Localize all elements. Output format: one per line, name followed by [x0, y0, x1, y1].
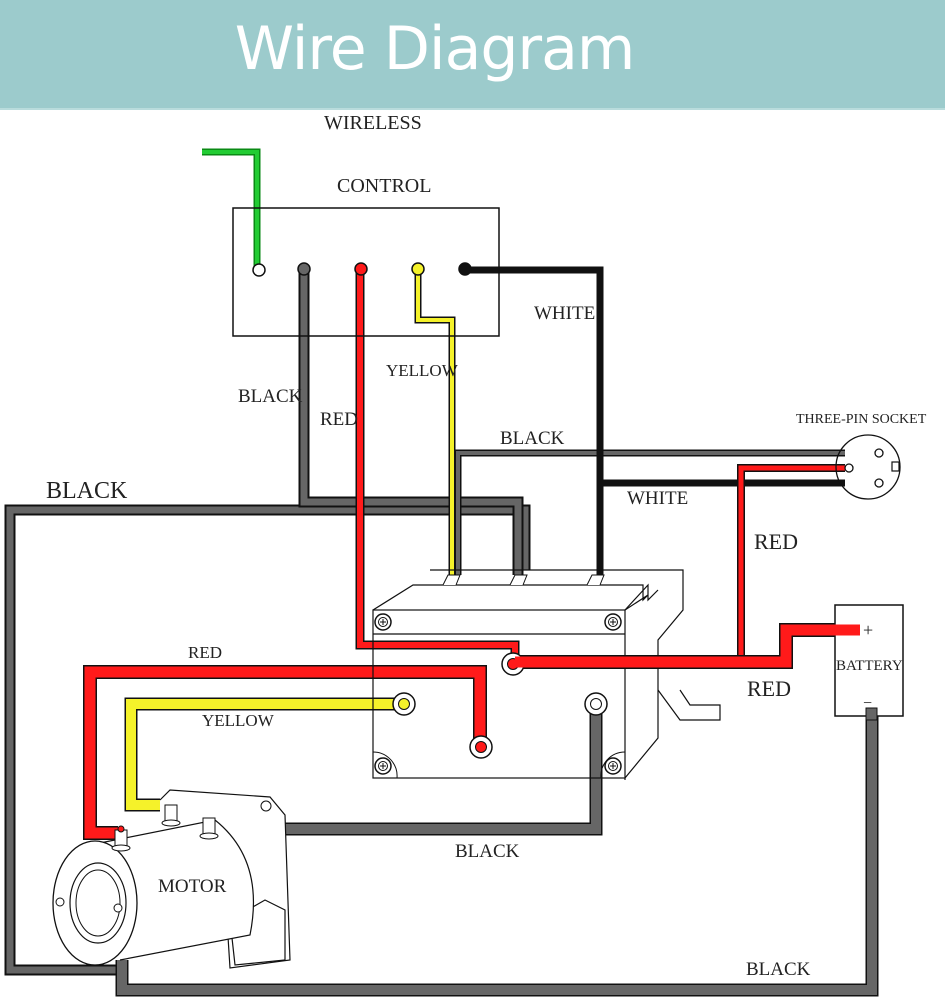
label-battery-plus: + [863, 620, 873, 640]
label-battery-minus: − [863, 695, 872, 712]
motor-terminal-red [111, 825, 131, 852]
motor-terminal-black [199, 817, 219, 840]
wire-yellow-motor [124, 697, 403, 812]
terminal-gray [297, 262, 311, 276]
wire-white [465, 266, 845, 575]
battery [515, 604, 904, 721]
terminal-red [354, 262, 368, 276]
wire-black-left-loop [4, 504, 531, 976]
header-banner: Wire Diagram [0, 0, 945, 110]
wire-black-motor [212, 712, 603, 836]
three-pin-socket [835, 434, 901, 500]
motor-terminal-yellow [161, 804, 181, 827]
post-black [584, 692, 608, 716]
label-three-pin-socket: THREE-PIN SOCKET [796, 412, 927, 427]
label-white-mid: WHITE [627, 488, 688, 509]
wire-black-battery [115, 712, 879, 997]
wireless-control-box [232, 207, 500, 337]
label-yellow-top: YELLOW [386, 361, 459, 380]
label-black-mid: BLACK [500, 428, 565, 449]
label-white-top: WHITE [534, 303, 595, 324]
wire-black-control-to-solenoid [298, 270, 524, 575]
terminal-white [252, 263, 266, 277]
label-black-top: BLACK [238, 386, 303, 407]
wire-green-antenna [202, 148, 261, 268]
wire-yellow-control [414, 270, 456, 575]
terminal-yellow [411, 262, 425, 276]
label-motor: MOTOR [158, 876, 227, 897]
wire-red-socket [737, 464, 845, 660]
label-control: CONTROL [337, 175, 431, 197]
label-red-top: RED [320, 409, 358, 430]
label-black-motor: BLACK [455, 841, 520, 862]
motor [52, 789, 291, 969]
wire-black-socket [454, 449, 845, 575]
terminal-black [458, 262, 472, 276]
label-red-battery: RED [747, 676, 791, 701]
label-yellow-motor: YELLOW [202, 711, 275, 730]
label-black-bottom: BLACK [746, 959, 811, 980]
label-red-right: RED [754, 529, 798, 554]
label-red-motor: RED [188, 643, 222, 662]
label-wireless: WIRELESS [324, 112, 422, 134]
label-black-left: BLACK [46, 478, 128, 504]
post-red [469, 735, 493, 759]
page-title: Wire Diagram [234, 14, 636, 84]
wire-red-motor [83, 665, 487, 840]
label-battery: BATTERY [836, 658, 903, 674]
post-yellow [392, 692, 416, 716]
